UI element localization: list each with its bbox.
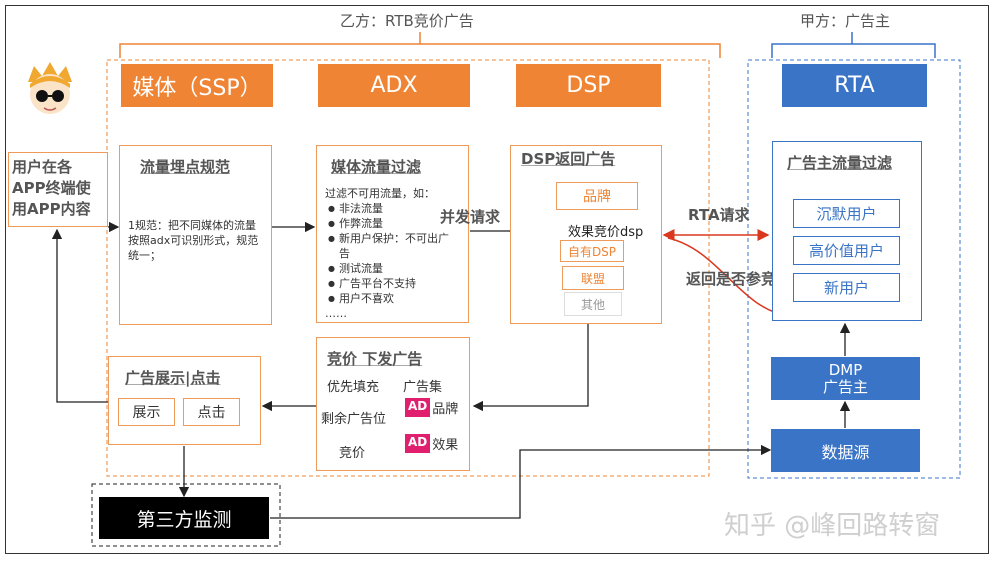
filter-item: 用户不喜欢 <box>328 291 457 306</box>
adset-label: 广告集 <box>403 380 443 395</box>
click-chip: 点击 <box>183 398 240 426</box>
dsp-return-title: DSP返回广告 <box>521 150 616 168</box>
effect-dsp-title: 效果竞价dsp <box>568 225 644 240</box>
union-chip: 联盟 <box>562 266 624 290</box>
jia-brace <box>771 32 936 58</box>
dmp-line1: DMP <box>828 360 863 379</box>
ad-effect-label: 效果 <box>432 438 459 453</box>
watermark: 知乎 @峰回路转窗 <box>724 511 941 541</box>
own-dsp-chip: 自有DSP <box>560 240 624 262</box>
third-party-monitor: 第三方监测 <box>99 497 269 539</box>
filter-item: 广告平台不支持 <box>328 276 457 291</box>
dmp-box: DMP 广告主 <box>771 357 920 400</box>
silent-user-chip: 沉默用户 <box>793 199 900 228</box>
filter-item: 作弊流量 <box>328 216 457 231</box>
data-source-box: 数据源 <box>771 429 920 472</box>
dmp-line2: 广告主 <box>822 377 868 396</box>
header-adx: ADX <box>318 64 470 107</box>
ad-effect-row: AD 效果 <box>405 434 458 453</box>
media-filter-ellipsis: …… <box>325 307 347 320</box>
jia-container <box>747 59 961 479</box>
mascot-icon <box>28 62 72 114</box>
header-dsp: DSP <box>516 64 661 107</box>
yi-container <box>106 59 710 477</box>
display-click-title: 广告展示|点击 <box>125 369 221 387</box>
arrow-display-to-user <box>51 228 108 403</box>
jia-group-label: 甲方：广告主 <box>800 12 891 30</box>
diagram-frame <box>5 5 989 554</box>
filter-item: 测试流量 <box>328 261 457 276</box>
remaining-slots-label: 剩余广告位 <box>321 412 387 427</box>
filter-item: 新用户保护：不可出广告 <box>328 231 457 261</box>
dsp-brand-chip: 品牌 <box>556 182 638 210</box>
high-value-user-chip: 高价值用户 <box>793 236 900 265</box>
media-filter-box: 媒体流量过滤 过滤不可用流量，如： 非法流量 作弊流量 新用户保护：不可出广告 … <box>316 145 469 323</box>
yi-brace <box>119 32 721 58</box>
show-chip: 展示 <box>118 398 175 426</box>
media-filter-intro: 过滤不可用流量，如： <box>325 187 435 200</box>
media-filter-list: 非法流量 作弊流量 新用户保护：不可出广告 测试流量 广告平台不支持 用户不喜欢 <box>327 201 457 306</box>
flow-spec-title: 流量埋点规范 <box>140 158 231 176</box>
user-box: 用户在各APP终端使用APP内容 <box>8 152 108 227</box>
bid-label: 竞价 <box>339 446 366 461</box>
ad-brand-row: AD 品牌 <box>405 398 458 417</box>
other-chip: 其他 <box>564 292 622 316</box>
ad-brand-label: 品牌 <box>432 402 459 417</box>
header-rta: RTA <box>782 64 927 107</box>
bidding-box: 竞价 下发广告 优先填充 剩余广告位 竞价 广告集 AD 品牌 AD 效果 <box>316 337 470 471</box>
rta-request-label: RTA请求 <box>688 206 750 224</box>
mascot-avatar <box>24 60 76 120</box>
priority-fill-label: 优先填充 <box>327 380 380 395</box>
media-filter-title: 媒体流量过滤 <box>331 158 422 176</box>
bidding-title: 竞价 下发广告 <box>327 350 423 368</box>
arrow-dsp-to-bidding <box>472 324 589 412</box>
parallel-request-label: 并发请求 <box>440 208 501 226</box>
header-ssp: 媒体（SSP） <box>121 64 273 107</box>
new-user-chip: 新用户 <box>793 273 900 302</box>
filter-item: 非法流量 <box>328 201 457 216</box>
yi-group-label: 乙方：RTB竞价广告 <box>340 12 474 30</box>
flow-spec-box: 流量埋点规范 1规范：把不同媒体的流量按照adx可识别形式，规范统一； <box>119 145 272 325</box>
advertiser-filter-title: 广告主流量过滤 <box>787 154 893 172</box>
flow-spec-body: 1规范：把不同媒体的流量按照adx可识别形式，规范统一； <box>128 219 259 262</box>
return-bid-label: 返回是否参竞 <box>686 270 777 288</box>
third-party-container <box>91 483 281 547</box>
ad-icon: AD <box>405 398 431 417</box>
ad-icon: AD <box>405 434 431 453</box>
arrow-third-party-to-data-source <box>270 444 772 519</box>
